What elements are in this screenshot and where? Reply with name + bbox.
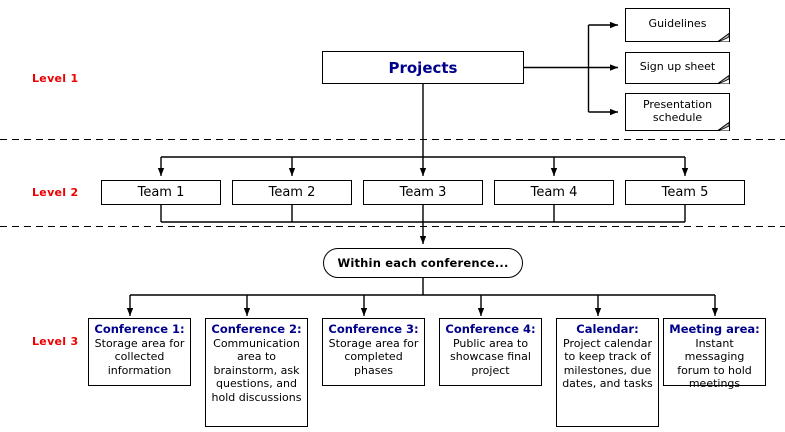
node-conference-1-body: Storage area for collected information [94, 336, 185, 377]
node-team-2-label: Team 2 [268, 185, 316, 200]
node-calendar[interactable]: Calendar: Project calendar to keep track… [556, 318, 659, 427]
node-projects-label: Projects [388, 58, 458, 77]
node-doc-guidelines[interactable]: Guidelines [625, 8, 730, 42]
node-team-5[interactable]: Team 5 [625, 180, 745, 205]
node-team-3[interactable]: Team 3 [363, 180, 483, 205]
node-conference-3-title: Conference 3: [328, 322, 419, 336]
node-doc-signup-sheet-label: Sign up sheet [639, 60, 716, 73]
node-conference-4-title: Conference 4: [445, 322, 536, 336]
node-conference-4-body: Public area to showcase final project [450, 336, 531, 377]
node-meeting-area-body: Instant messaging forum to hold meetings [677, 336, 752, 391]
node-doc-presentation-schedule-label: Presentation schedule [642, 97, 713, 124]
page-curl-icon [710, 74, 730, 84]
node-team-4-label: Team 4 [530, 185, 578, 200]
node-team-4[interactable]: Team 4 [494, 180, 614, 205]
node-projects[interactable]: Projects [322, 51, 524, 84]
node-conference-1[interactable]: Conference 1: Storage area for collected… [88, 318, 191, 386]
node-conference-2-body: Communication area to brainstorm, ask qu… [211, 336, 302, 404]
node-doc-presentation-schedule[interactable]: Presentation schedule [625, 93, 730, 131]
node-team-3-label: Team 3 [399, 185, 447, 200]
level-label-1: Level 1 [32, 72, 79, 85]
node-conference-2-title: Conference 2: [211, 322, 302, 336]
node-team-1[interactable]: Team 1 [101, 180, 221, 205]
level-label-3: Level 3 [32, 335, 79, 348]
node-conference-4[interactable]: Conference 4: Public area to showcase fi… [439, 318, 542, 386]
page-curl-icon [710, 32, 730, 42]
node-conference-3-body: Storage area for completed phases [328, 336, 419, 377]
node-doc-signup-sheet[interactable]: Sign up sheet [625, 52, 730, 84]
node-conference-2[interactable]: Conference 2: Communication area to brai… [205, 318, 308, 427]
node-calendar-title: Calendar: [576, 322, 639, 336]
level-label-2: Level 2 [32, 186, 79, 199]
node-team-5-label: Team 5 [661, 185, 709, 200]
node-team-2[interactable]: Team 2 [232, 180, 352, 205]
node-doc-guidelines-label: Guidelines [648, 17, 707, 30]
node-team-1-label: Team 1 [137, 185, 185, 200]
node-conference-3[interactable]: Conference 3: Storage area for completed… [322, 318, 425, 386]
node-conference-1-title: Conference 1: [94, 322, 185, 336]
node-calendar-body: Project calendar to keep track of milest… [562, 336, 653, 391]
node-meeting-area-title: Meeting area: [669, 322, 760, 336]
node-meeting-area[interactable]: Meeting area: Instant messaging forum to… [663, 318, 766, 390]
node-within-each-conference-label: Within each conference... [337, 256, 509, 270]
node-within-each-conference[interactable]: Within each conference... [323, 248, 523, 278]
